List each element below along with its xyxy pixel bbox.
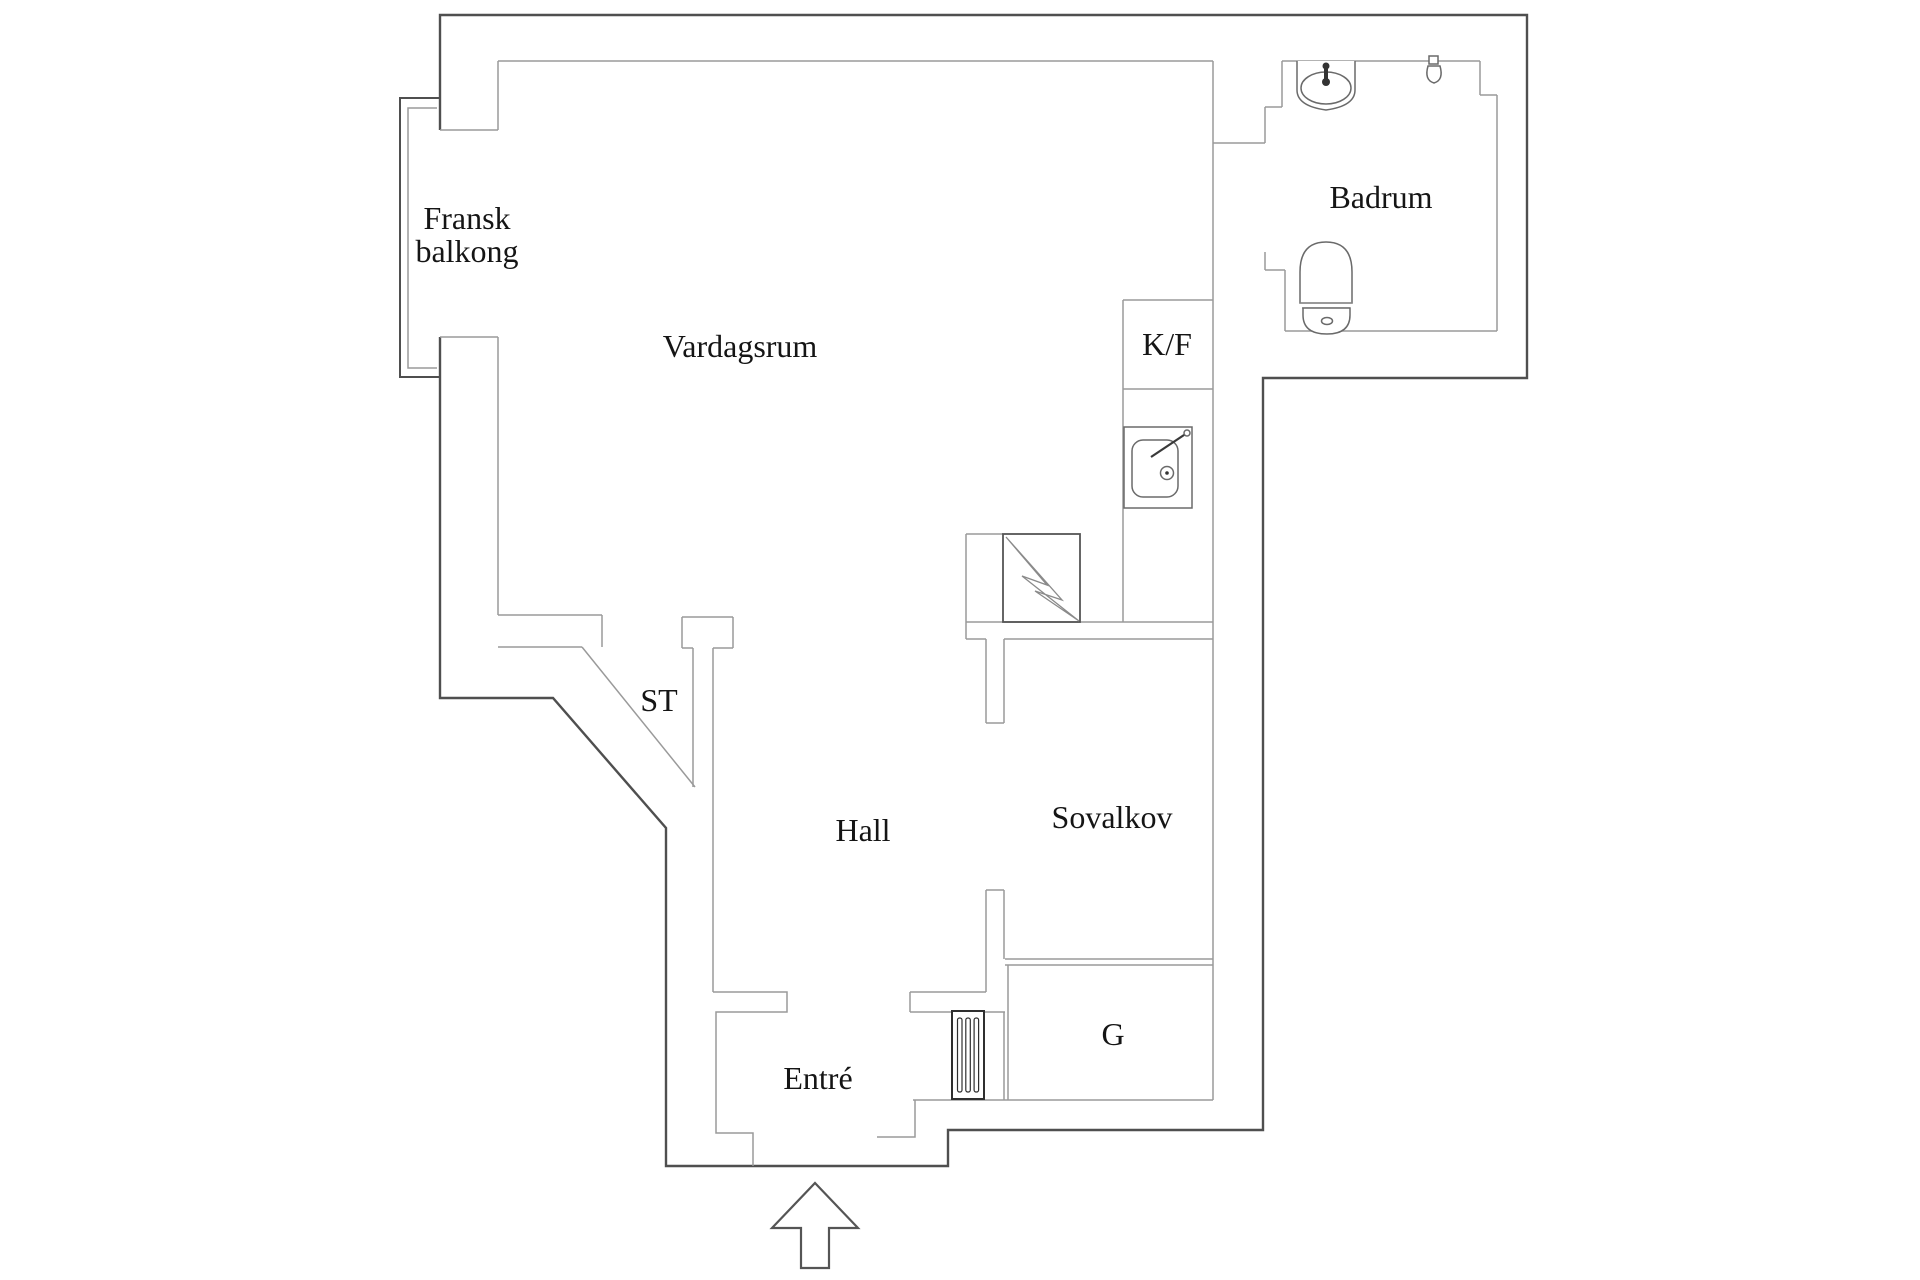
- label-badrum: Badrum: [1329, 179, 1432, 215]
- inner-walls: [407, 60, 1498, 1166]
- stove-icon: [1002, 533, 1081, 623]
- entrance-arrow-icon: [769, 1181, 861, 1270]
- toilet-icon: [1299, 241, 1353, 335]
- balcony-railing-outer: [399, 97, 440, 378]
- st-diagonal-wall: [581, 646, 696, 788]
- fixtures: [769, 55, 1442, 1270]
- label-fransk-balkong-line2: balkong: [415, 233, 518, 269]
- kitchen-sink-icon: [1123, 426, 1193, 509]
- label-kf: K/F: [1142, 326, 1192, 362]
- outer-walls: [399, 13, 1529, 1168]
- bathroom-sink-icon: [1296, 61, 1356, 111]
- radiator-icon: [951, 1010, 985, 1100]
- shower-icon: [1426, 55, 1442, 84]
- label-entre: Entré: [783, 1060, 852, 1096]
- label-sovalkov: Sovalkov: [1052, 799, 1173, 835]
- label-hall: Hall: [835, 812, 890, 848]
- label-fransk-balkong-line1: Fransk: [423, 200, 510, 236]
- label-vardagsrum: Vardagsrum: [663, 328, 818, 364]
- room-labels: Fransk balkong Vardagsrum Badrum K/F ST …: [415, 179, 1432, 1096]
- label-garderob: G: [1101, 1016, 1124, 1052]
- balcony-railing-inner: [407, 107, 437, 369]
- label-st: ST: [640, 682, 678, 718]
